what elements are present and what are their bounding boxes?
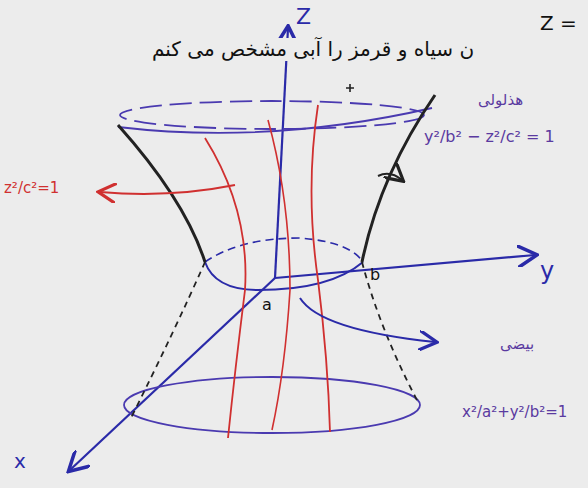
pointer-arrow [300, 298, 435, 342]
hyperbola-left-dashed [130, 262, 205, 420]
text-label: Z = [540, 12, 577, 35]
text-label: x²/a²+y²/b²=1 [462, 404, 567, 421]
y-axis [275, 255, 535, 278]
text-label: z²/c²=1 [4, 180, 59, 197]
text-label: y [540, 258, 554, 286]
red-curve [205, 138, 246, 438]
text-label: هذلولی [478, 92, 523, 109]
pointer-arrow [378, 174, 402, 180]
top-ellipse [120, 101, 424, 129]
waist-ellipse [205, 262, 363, 290]
hyperbola-right [362, 95, 435, 262]
pointer-arrow [100, 185, 235, 194]
text-label: x [14, 450, 26, 473]
text-label: Z [296, 4, 311, 29]
mark [346, 84, 354, 92]
waist-ellipse-back [205, 238, 363, 262]
text-label: بیضی [500, 336, 534, 353]
z-axis [275, 28, 288, 278]
x-axis [70, 278, 275, 470]
text-label: ن سیاه و قرمز را آبی مشخص می کنم [150, 38, 476, 61]
text-label: y²/b² − z²/c² = 1 [422, 128, 557, 146]
red-curve [312, 105, 331, 432]
text-label: a [262, 296, 272, 314]
top-rim [118, 108, 432, 133]
text-label: b [370, 266, 380, 284]
bottom-ellipse [124, 377, 420, 433]
red-curve [268, 120, 290, 430]
